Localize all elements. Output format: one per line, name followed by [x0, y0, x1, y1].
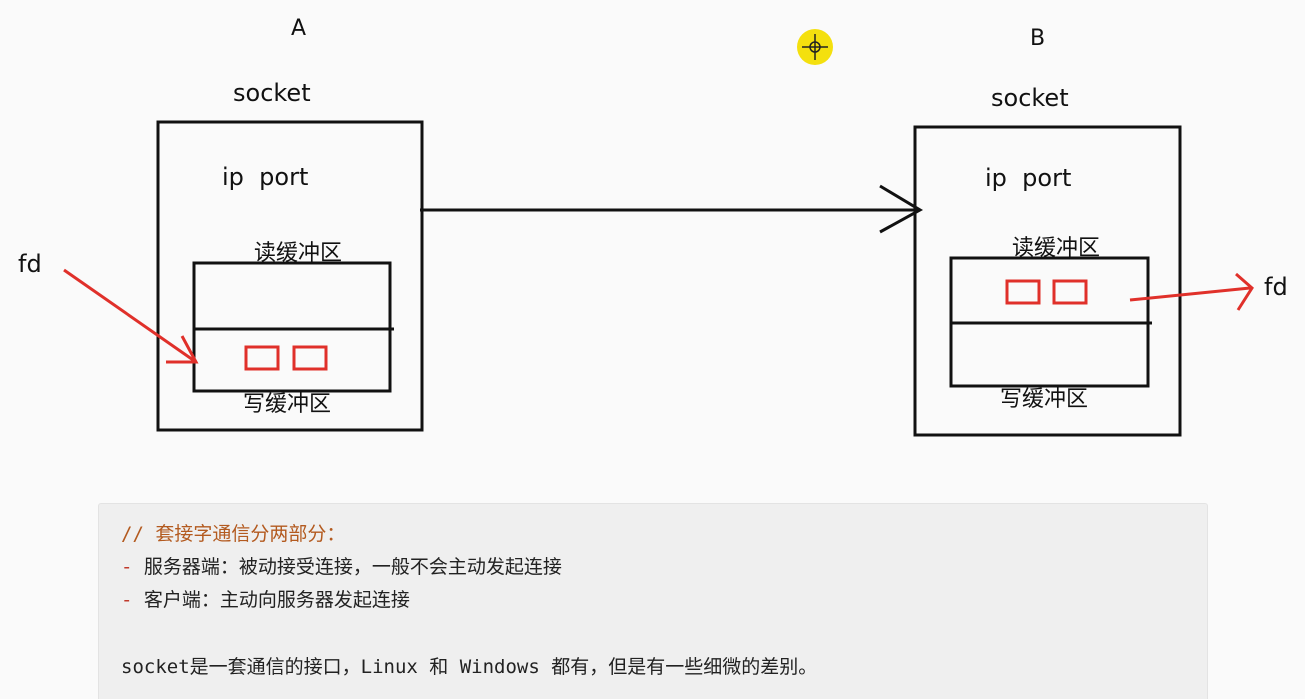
crosshair-icon — [802, 34, 828, 60]
blank-line — [121, 617, 1207, 651]
host-a-address-label: ip port — [222, 163, 308, 191]
socket-diagram: A socket ip port 读缓冲区 写缓冲区 fd B socket i… — [18, 16, 1288, 437]
host-b-socket-label: socket — [991, 84, 1069, 112]
host-a: A socket ip port 读缓冲区 写缓冲区 fd — [18, 16, 424, 432]
host-b-fd-arrow — [1129, 272, 1254, 311]
host-a-socket-box — [156, 120, 424, 432]
host-a-socket-label: socket — [233, 79, 311, 107]
socket-note: socket是一套通信的接口，Linux 和 Windows 都有，但是有一些细… — [121, 656, 818, 678]
host-b-address-label: ip port — [985, 164, 1071, 192]
list-item-text: 客户端：主动向服务器发起连接 — [132, 589, 410, 611]
host-a-data-block — [292, 345, 328, 371]
host-b: B socket ip port 读缓冲区 写缓冲区 fd — [913, 26, 1288, 437]
connection-arrow — [420, 184, 924, 234]
host-a-write-buffer-label: 写缓冲区 — [243, 392, 331, 417]
code-list-item: - 服务器端：被动接受连接，一般不会主动发起连接 — [121, 551, 1207, 584]
host-b-data-block — [1052, 279, 1088, 305]
host-a-fd-arrow — [63, 268, 199, 364]
host-b-fd-label: fd — [1264, 273, 1288, 301]
host-b-socket-box — [913, 125, 1182, 437]
host-b-data-block — [1005, 279, 1041, 305]
code-list-item: - 客户端：主动向服务器发起连接 — [121, 584, 1207, 617]
list-marker: - — [121, 556, 133, 578]
list-marker: - — [121, 589, 133, 611]
pointer-highlight — [797, 29, 833, 65]
list-item-text: 服务器端：被动接受连接，一般不会主动发起连接 — [132, 556, 562, 578]
host-b-label: B — [1030, 26, 1045, 51]
host-b-write-buffer-label: 写缓冲区 — [1000, 387, 1088, 412]
code-comment: // 套接字通信分两部分： — [121, 523, 346, 545]
code-block: // 套接字通信分两部分： - 服务器端：被动接受连接，一般不会主动发起连接 -… — [98, 503, 1208, 699]
host-a-data-block — [244, 345, 280, 371]
host-a-label: A — [291, 16, 306, 41]
host-a-buffer-box — [192, 261, 392, 393]
host-a-fd-label: fd — [18, 250, 42, 278]
